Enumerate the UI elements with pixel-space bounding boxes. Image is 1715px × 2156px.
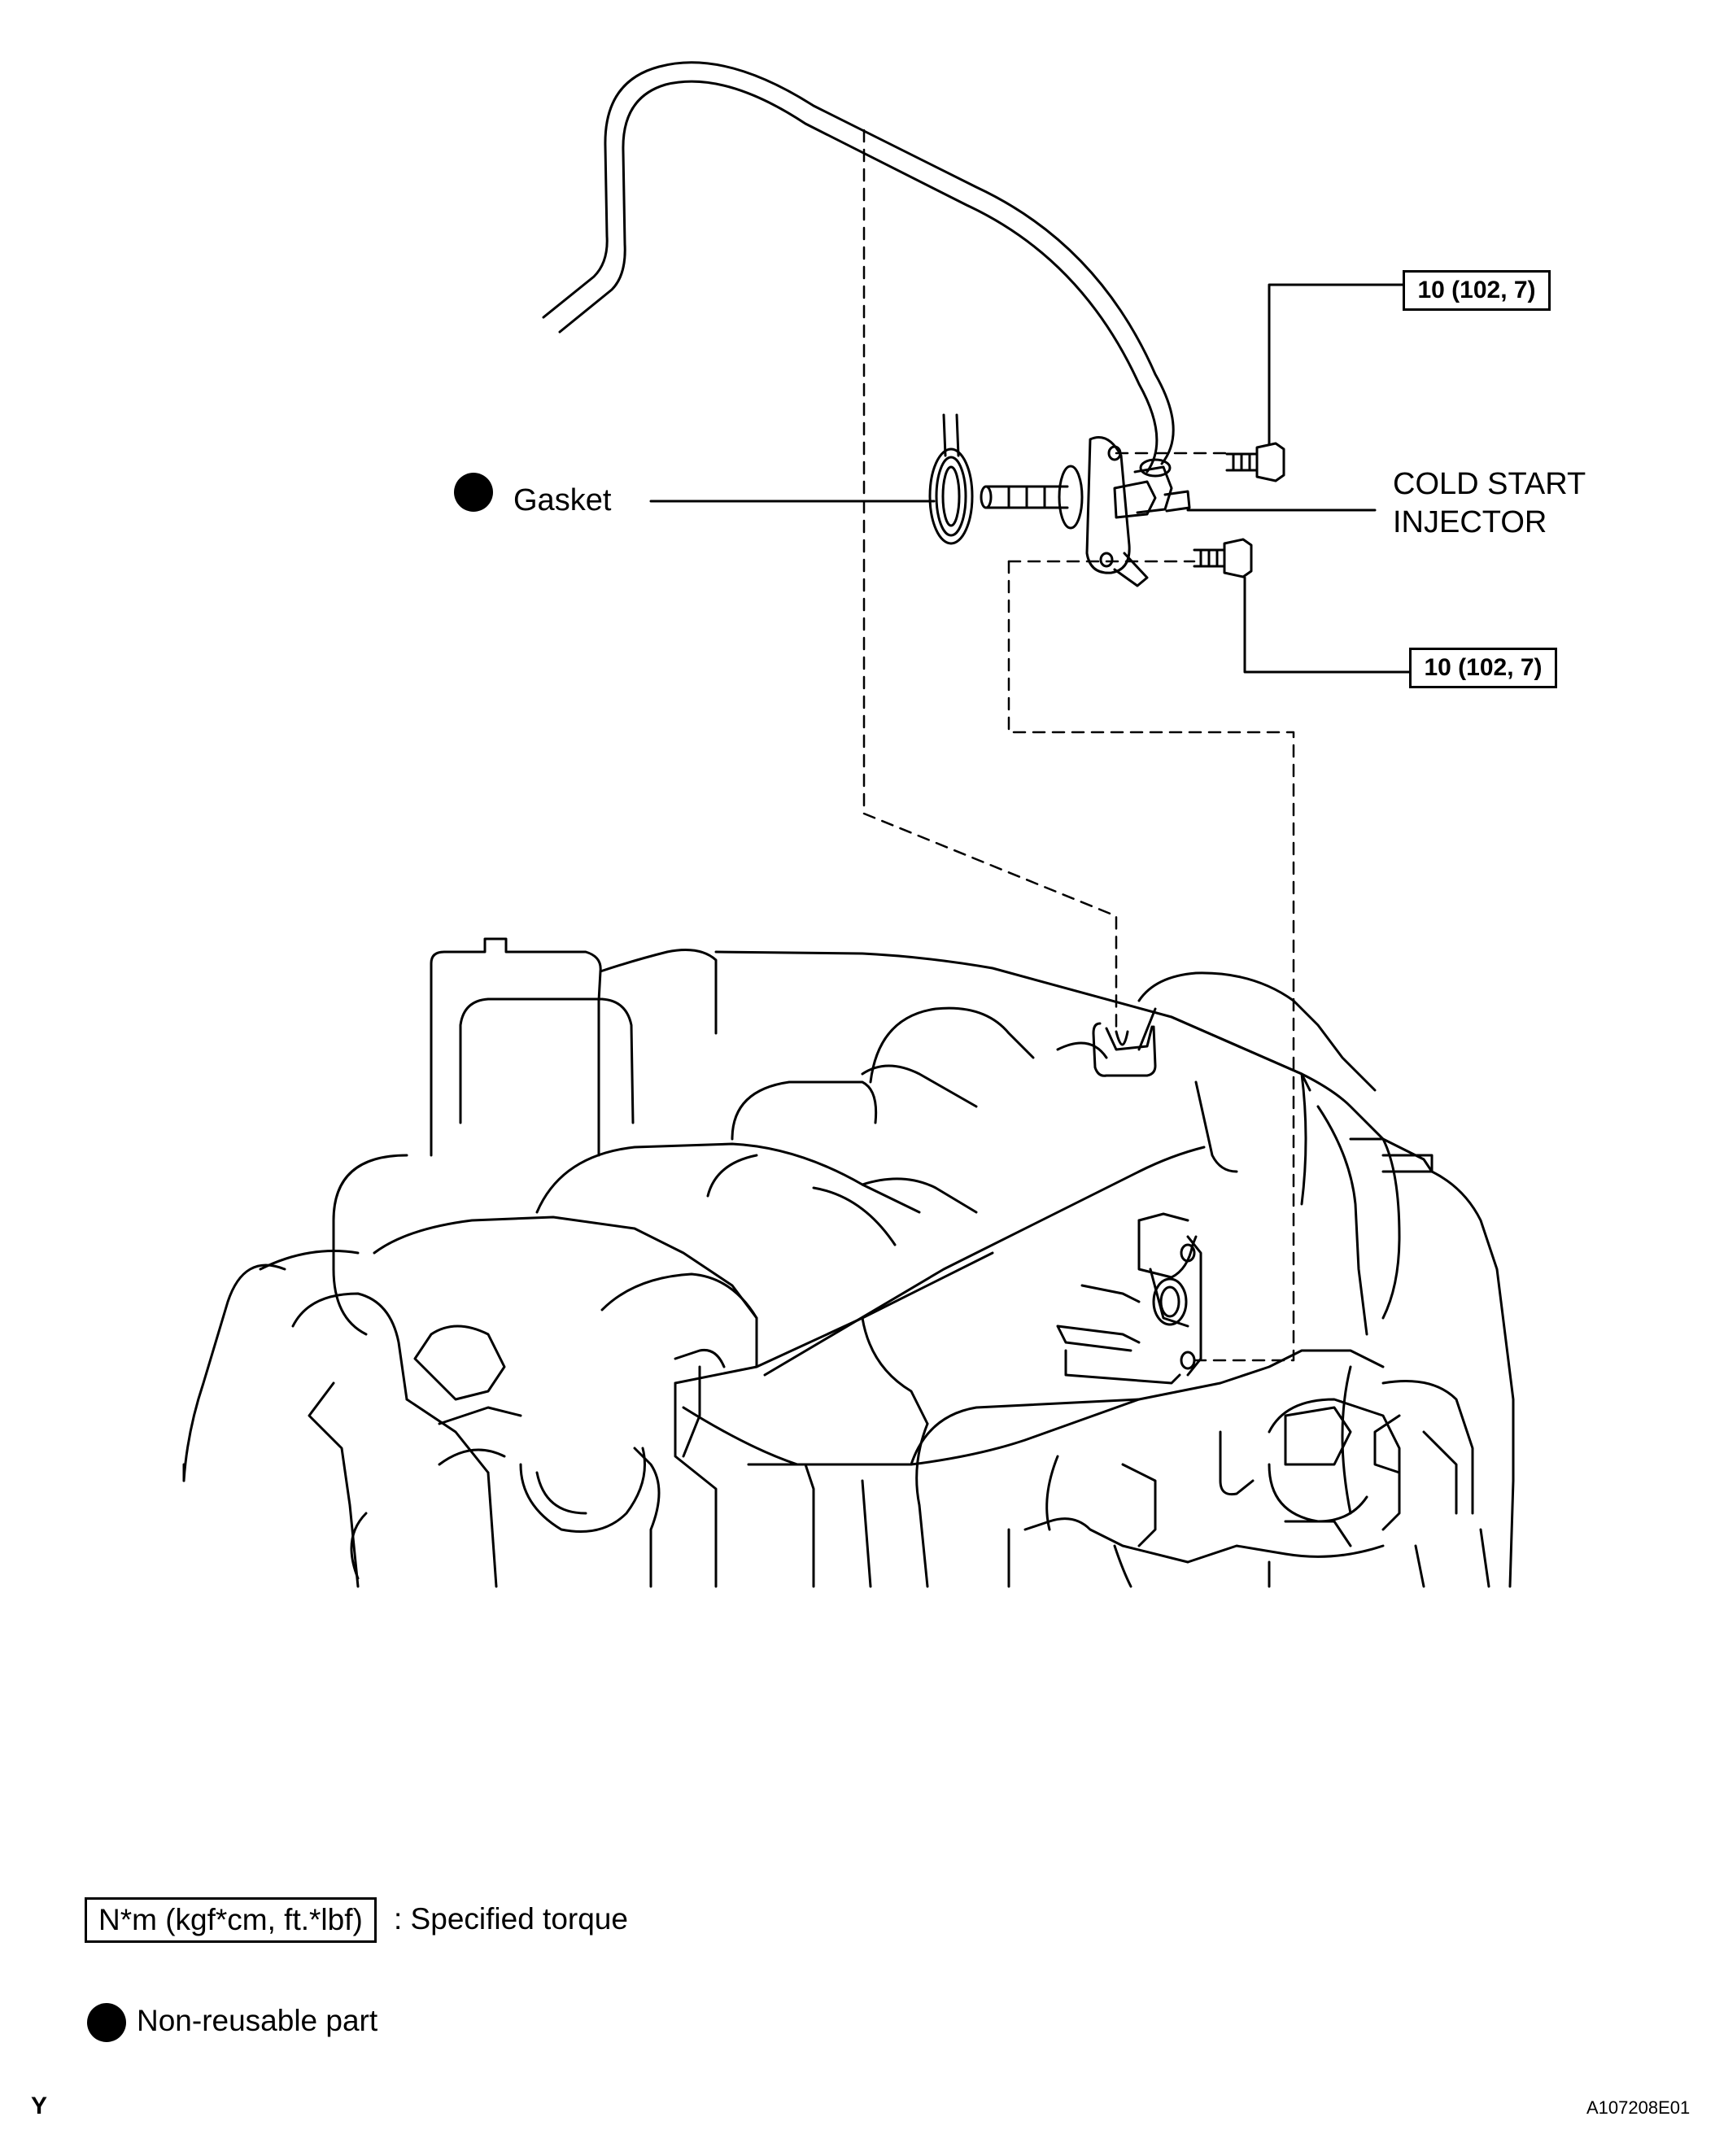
intake-manifold — [182, 937, 1434, 1482]
engine-lower — [182, 1170, 1515, 1588]
footer-code: Y — [31, 2093, 48, 2119]
dashed-line-pipe — [862, 129, 1118, 1033]
cold-start-injector-part — [980, 436, 1191, 587]
torque-box-upper: 10 (102, 7) — [1403, 270, 1551, 311]
torque-box-lower: 10 (102, 7) — [1409, 648, 1557, 688]
lower-bolt-part — [1193, 538, 1253, 578]
gasket-part — [928, 413, 974, 545]
injector-label-line1: COLD START — [1393, 467, 1586, 501]
dashed-line-injector — [1007, 560, 1295, 1362]
injector-label-line2: INJECTOR — [1393, 505, 1547, 539]
upper-torque-leader — [1268, 283, 1406, 445]
torque-legend-desc: : Specified torque — [394, 1902, 628, 1936]
upper-bolt-part — [1225, 442, 1285, 482]
torque-units-legend-box: N*m (kgf*cm, ft.*lbf) — [85, 1897, 377, 1943]
injector-mount — [1056, 1212, 1202, 1385]
gasket-label: Gasket — [513, 483, 612, 517]
gasket-nonreusable-marker — [454, 473, 493, 512]
fuel-pipe — [542, 61, 1175, 478]
figure-id: A107208E01 — [1586, 2097, 1691, 2118]
legend-nonreusable-marker — [87, 2003, 126, 2042]
nonreusable-legend-desc: Non-reusable part — [137, 2004, 378, 2037]
lower-torque-leader — [1243, 576, 1412, 674]
